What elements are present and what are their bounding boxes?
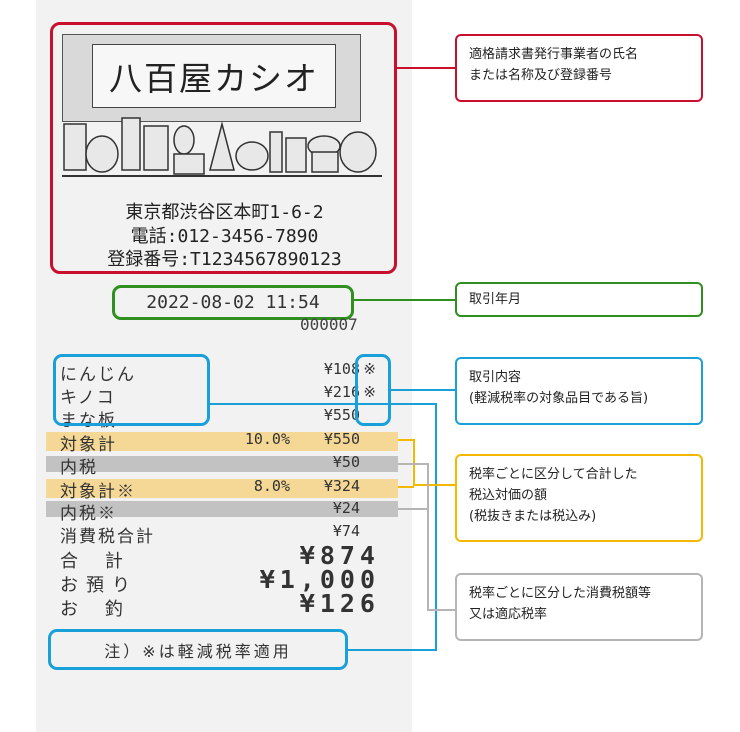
callout-tax-line: 税率ごとに区分した消費税額等 (469, 586, 652, 601)
callout-content: 取引内容 (軽減税率の対象品目である旨) (455, 357, 703, 425)
item-price: ¥216 (323, 383, 360, 401)
tax-10-label: 内税 (60, 458, 98, 478)
subtotal-10-row: 対象計 10.0% ¥550 (60, 430, 380, 455)
item-names-highlight-box (53, 354, 210, 426)
item-name: にんじん (60, 365, 136, 385)
callout-tax-line: 又は適応税率 (469, 607, 548, 622)
subtotal-8-rate: 8.0% (253, 477, 290, 495)
callout-date: 取引年月 (455, 282, 703, 317)
callout-issuer-line: または名称及び登録番号 (469, 68, 613, 83)
shop-phone: 電話:012-3456-7890 (130, 226, 319, 247)
callout-content-line: (軽減税率の対象品目である旨) (469, 391, 649, 406)
tax-8-label: 内税※ (60, 504, 117, 524)
tax-10-amount: ¥50 (332, 453, 360, 471)
callout-date-line: 取引年月 (469, 292, 522, 307)
issuer-highlight-box (50, 22, 397, 274)
subtotal-10-rate: 10.0% (244, 430, 290, 448)
tax-8-row: 内税※ ¥24 (60, 499, 380, 524)
total-tax-amount: ¥74 (332, 522, 360, 540)
callout-total-by-rate: 税率ごとに区分して合計した 税込対価の額 (税抜きまたは税込み) (455, 454, 703, 542)
reduced-rate-note: 注）※は軽減税率適用 (48, 629, 348, 670)
callout-tax-by-rate: 税率ごとに区分した消費税額等 又は適応税率 (455, 573, 703, 641)
subtotal-10-amount: ¥550 (323, 430, 360, 448)
tax-8-amount: ¥24 (332, 499, 360, 517)
subtotal-8-row: 対象計※ 8.0% ¥324 (60, 477, 380, 502)
callout-total-line: 税率ごとに区分して合計した (469, 467, 638, 482)
item-price: ¥108 (323, 360, 360, 378)
callout-content-line: 取引内容 (469, 370, 522, 385)
reduced-mark-highlight-box (355, 354, 391, 426)
receipt-serial: 000007 (300, 315, 358, 334)
callout-issuer-line: 適格請求書発行事業者の氏名 (469, 47, 639, 62)
callout-total-line: 税込対価の額 (469, 488, 548, 503)
transaction-datetime: 2022-08-02 11:54 (112, 285, 354, 320)
callout-issuer: 適格請求書発行事業者の氏名 または名称及び登録番号 (455, 34, 703, 102)
registration-number: 登録番号:T1234567890123 (107, 249, 342, 270)
shop-address: 東京都渋谷区本町1-6-2 (125, 202, 324, 223)
subtotal-8-label: 対象計※ (60, 482, 136, 502)
tax-10-row: 内税 ¥50 (60, 453, 380, 478)
subtotal-10-label: 対象計 (60, 435, 117, 455)
paid-label: お預り (60, 575, 138, 596)
shop-name: 八百屋カシオ (92, 44, 336, 108)
callout-total-line: (税抜きまたは税込み) (469, 509, 597, 524)
reduced-rate-mark: ※ (363, 360, 376, 378)
change-amount: ¥126 (299, 589, 380, 618)
total-label: 合 計 (60, 551, 131, 572)
item-row: キノコ ¥216 ※ (60, 383, 380, 408)
item-row: にんじん ¥108 ※ (60, 360, 380, 385)
vegetables-illustration-icon (62, 117, 382, 177)
item-name: キノコ (60, 388, 116, 408)
change-label: お 釣 (60, 599, 131, 620)
reduced-rate-mark: ※ (363, 383, 376, 401)
subtotal-8-amount: ¥324 (323, 477, 360, 495)
total-tax-label: 消費税合計 (60, 527, 155, 547)
change-row: お 釣 ¥126 (60, 589, 380, 620)
item-name: まな板 (60, 411, 117, 431)
